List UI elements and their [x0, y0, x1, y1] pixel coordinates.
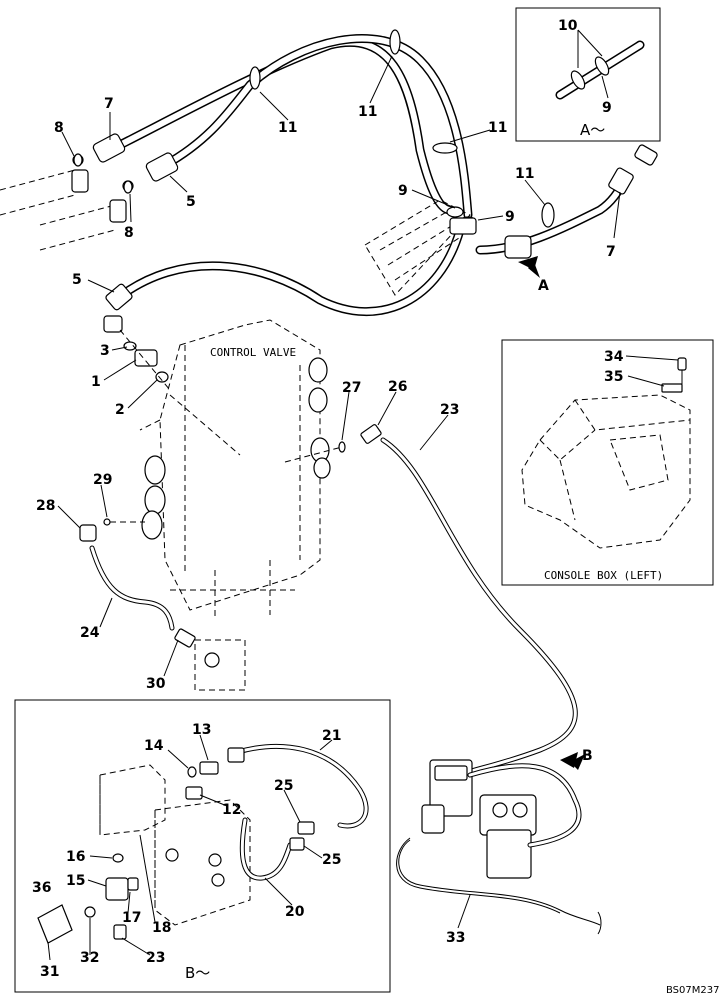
callout-15: 15: [66, 873, 85, 889]
callout-1: 1: [91, 374, 101, 390]
drawing-code: BS07M237: [666, 985, 719, 996]
callout-34: 34: [604, 349, 624, 365]
callout-14: 14: [144, 738, 164, 754]
arrow-a-label: A: [538, 278, 549, 294]
callouts: 7 8 8 5 11 11 11 9 9 11 7 10 9 5 3 1 2 2…: [32, 18, 624, 980]
hose-clamps: [249, 29, 555, 228]
callout-5: 5: [72, 272, 82, 288]
callout-26: 26: [388, 379, 407, 395]
callout-18: 18: [152, 920, 171, 936]
console-box-label: CONSOLE BOX (LEFT): [544, 569, 663, 582]
callout-11: 11: [358, 104, 377, 120]
inset-console-box: CONSOLE BOX (LEFT): [501, 339, 714, 586]
callout-3: 3: [100, 343, 110, 359]
pilot-hose-23: [284, 424, 578, 778]
callout-9: 9: [505, 209, 515, 225]
callout-7: 7: [606, 244, 616, 260]
callout-9: 9: [398, 183, 408, 199]
callout-5: 5: [186, 194, 196, 210]
hose-24: [79, 518, 196, 648]
inset-a: A～: [515, 7, 661, 142]
callout-20: 20: [285, 904, 305, 920]
pilot-valve-assembly: [396, 759, 602, 935]
callout-25: 25: [274, 778, 293, 794]
callout-13: 13: [192, 722, 211, 738]
view-arrow-b: B: [560, 748, 593, 770]
callout-12: 12: [222, 802, 241, 818]
arrow-b-label: B: [582, 748, 593, 764]
pipe-stubs-left: [0, 154, 134, 251]
hose-manifold: [364, 199, 477, 296]
callout-24: 24: [80, 625, 100, 641]
callout-30: 30: [146, 676, 166, 692]
callout-17: 17: [122, 910, 141, 926]
callout-33: 33: [446, 930, 465, 946]
control-valve: CONTROL VALVE: [139, 319, 331, 691]
callout-23: 23: [440, 402, 459, 418]
view-a-title: A～: [580, 121, 605, 139]
callout-23: 23: [146, 950, 165, 966]
view-arrow-a: A: [518, 256, 549, 294]
callout-32: 32: [80, 950, 99, 966]
callout-36: 36: [32, 880, 51, 896]
callout-25: 25: [322, 852, 341, 868]
control-valve-label: CONTROL VALVE: [210, 346, 296, 359]
o-rings-8: [73, 153, 133, 194]
callout-7: 7: [104, 96, 114, 112]
callout-21: 21: [322, 728, 341, 744]
callout-11: 11: [278, 120, 297, 136]
callout-16: 16: [66, 849, 85, 865]
hose-end-fittings: [92, 133, 658, 333]
view-b-title: B～: [185, 964, 210, 982]
leader-lines: [47, 55, 679, 961]
callout-31: 31: [40, 964, 59, 980]
callout-11: 11: [515, 166, 534, 182]
callout-28: 28: [36, 498, 55, 514]
callout-29: 29: [93, 472, 112, 488]
callout-35: 35: [604, 369, 623, 385]
callout-9: 9: [602, 100, 612, 116]
callout-27: 27: [342, 380, 361, 396]
valve-fittings-left: [119, 329, 171, 391]
callout-8: 8: [54, 120, 64, 136]
hose-bundle-top: [105, 34, 630, 317]
callout-2: 2: [115, 402, 125, 418]
callout-8: 8: [124, 225, 134, 241]
callout-11: 11: [488, 120, 507, 136]
callout-10: 10: [558, 18, 578, 34]
inset-b: B～: [14, 699, 391, 993]
